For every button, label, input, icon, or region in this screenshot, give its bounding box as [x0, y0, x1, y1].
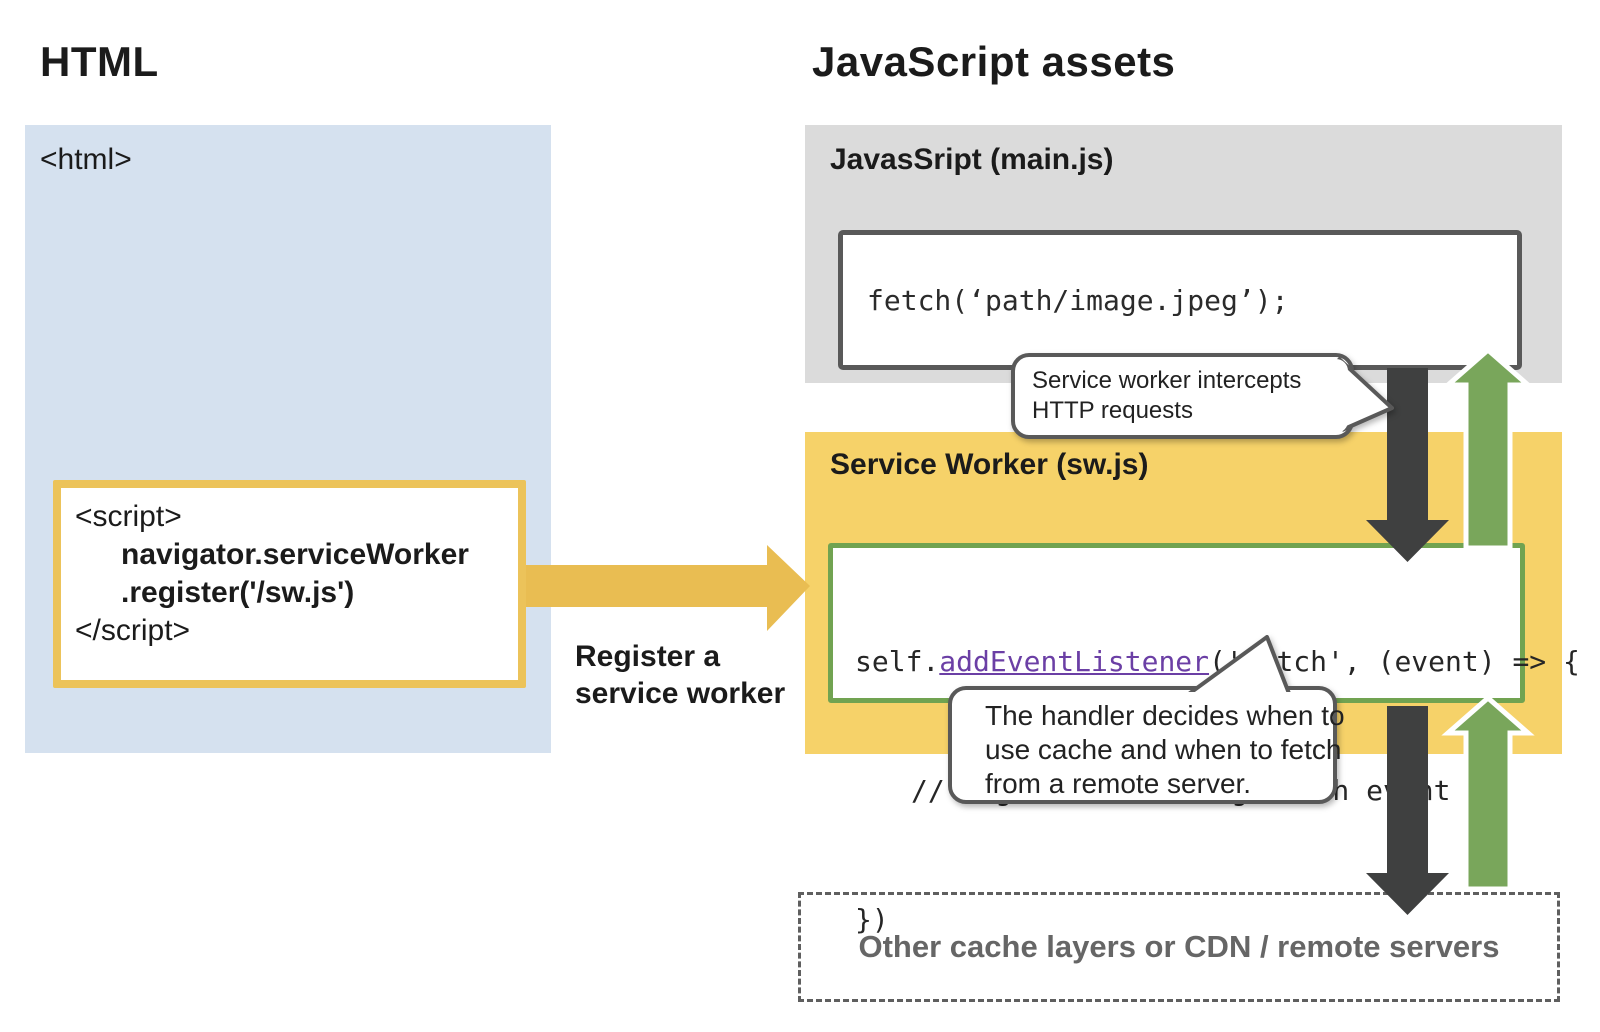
remote-servers-label: Other cache layers or CDN / remote serve… — [858, 929, 1500, 964]
javascript-assets-heading: JavaScript assets — [812, 38, 1176, 85]
html-tag-label: <html> — [40, 143, 132, 176]
sw-code-line-1: self.addEventListener('fetch', (event) =… — [855, 645, 1580, 678]
handler-bubble-text: The handler decides when to use cache an… — [985, 700, 1345, 799]
script-close-tag: </script> — [75, 614, 191, 647]
fetch-code: fetch(‘path/image.jpeg’); — [867, 283, 1289, 317]
script-code-line-register: .register('/sw.js') — [121, 576, 355, 609]
add-event-listener-token: addEventListener — [939, 645, 1210, 678]
remote-servers-box: Other cache layers or CDN / remote serve… — [798, 892, 1560, 1002]
register-arrow — [526, 545, 810, 631]
script-open-tag: <script> — [75, 500, 182, 533]
sw-code-line-3: }) — [855, 903, 889, 936]
script-code-line-navigator: navigator.serviceWorker — [121, 538, 469, 571]
register-arrow-label: Register a service worker — [575, 640, 786, 710]
fetch-code-box: fetch(‘path/image.jpeg’); — [838, 230, 1522, 370]
service-worker-panel-title: Service Worker (sw.js) — [830, 448, 1149, 481]
service-worker-code-box: self.addEventListener('fetch', (event) =… — [828, 543, 1580, 936]
main-js-panel-title: JavasSript (main.js) — [830, 143, 1114, 176]
intercept-bubble-text: Service worker intercepts HTTP requests — [1032, 367, 1302, 424]
register-script-code-box: <script> navigator.serviceWorker .regist… — [53, 480, 526, 688]
html-section-heading: HTML — [40, 38, 159, 85]
